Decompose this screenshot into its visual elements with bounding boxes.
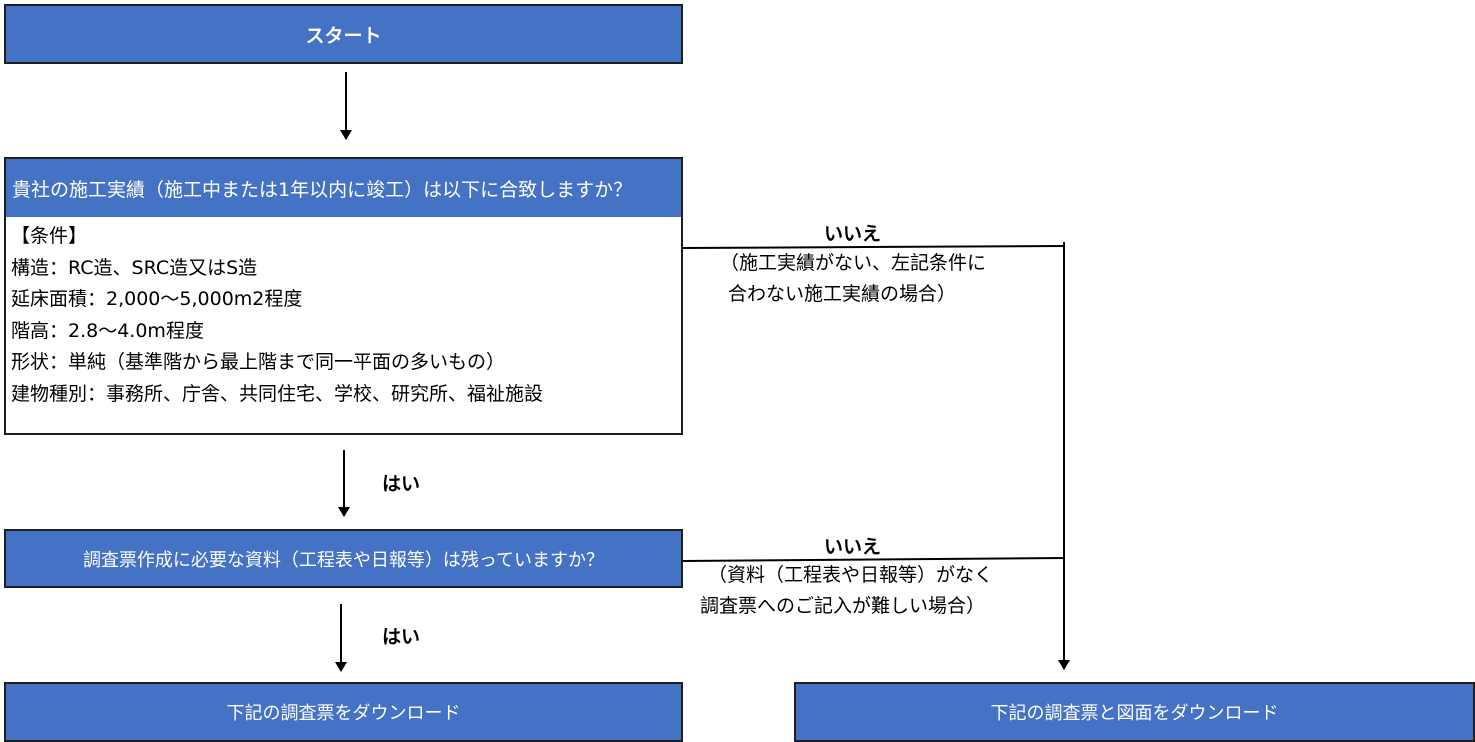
question1-conditions: 【条件】 構造：RC造、SRC造又はS造 延床面積：2,000～5,000m2程… xyxy=(11,221,543,410)
no-note-2: （資料（工程表や日報等）がなく 調査票へのご記入が難しい場合） xyxy=(700,560,993,622)
no-note-2-line-2: 調査票へのご記入が難しい場合） xyxy=(700,595,986,617)
result-right-box: 下記の調査票と図面をダウンロード xyxy=(794,682,1475,742)
no-note-2-line-1: （資料（工程表や日報等）がなく xyxy=(708,564,994,586)
yes-label-1: はい xyxy=(382,473,421,495)
condition-structure: 構造：RC造、SRC造又はS造 xyxy=(11,256,258,279)
no-note-1-line-1: （施工実績がない、左記条件に xyxy=(720,252,987,274)
condition-floor-area: 延床面積：2,000～5,000m2程度 xyxy=(11,288,303,310)
line-q1-no xyxy=(682,245,1065,249)
line-q2-no xyxy=(682,557,1066,562)
question2-box: 調査票作成に必要な資料（工程表や日報等）は残っていますか？ xyxy=(4,529,683,588)
condition-building-type: 建物種別：事務所、庁舎、共同住宅、学校、研究所、福祉施設 xyxy=(11,382,544,405)
condition-heading: 【条件】 xyxy=(11,225,88,247)
yes-label-2: はい xyxy=(382,626,421,648)
question1-header: 貴社の施工実績（施工中または1年以内に竣工）は以下に合致しますか？ xyxy=(6,159,681,217)
condition-shape: 形状：単純（基準階から最上階まで同一平面の多いもの） xyxy=(11,351,506,373)
question1-box: 貴社の施工実績（施工中または1年以内に竣工）は以下に合致しますか？ 【条件】 構… xyxy=(4,157,683,435)
no-label-2: いいえ xyxy=(824,536,882,558)
question2-text: 調査票作成に必要な資料（工程表や日報等）は残っていますか？ xyxy=(82,549,605,571)
no-note-1-line-2: 合わない施工実績の場合） xyxy=(728,283,957,305)
no-label-1: いいえ xyxy=(824,223,882,245)
start-label: スタート xyxy=(305,24,382,47)
no-note-1: （施工実績がない、左記条件に 合わない施工実績の場合） xyxy=(720,248,986,310)
result-left-label: 下記の調査票をダウンロード xyxy=(226,703,461,724)
result-right-label: 下記の調査票と図面をダウンロード xyxy=(990,703,1279,724)
start-box: スタート xyxy=(4,4,683,64)
result-left-box: 下記の調査票をダウンロード xyxy=(4,682,683,742)
condition-floor-height: 階高：2.8～4.0m程度 xyxy=(11,319,204,342)
